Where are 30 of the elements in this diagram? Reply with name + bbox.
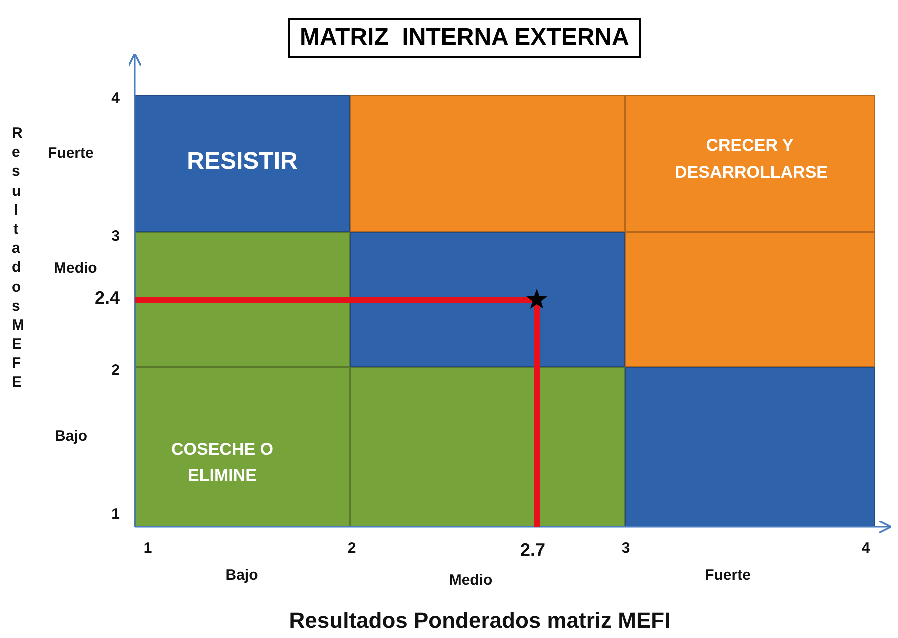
axis-label: 3 — [112, 228, 120, 245]
axis-label: Medio — [54, 260, 98, 277]
axis-label: 2 — [112, 362, 120, 379]
axis-label: 1 — [144, 540, 152, 557]
axis-label: Fuerte — [48, 145, 94, 162]
axis-label: Bajo — [226, 567, 258, 584]
matrix-cell — [350, 95, 625, 232]
axis-label: 1 — [112, 506, 120, 523]
axis-label: 4 — [112, 90, 120, 107]
strategy-cell — [625, 95, 875, 232]
matrix-cell — [135, 232, 350, 367]
axis-label: 2.7 — [520, 540, 546, 561]
axis-title: Resultados Ponderados matriz MEFI — [289, 608, 671, 634]
axis-label: Medio — [449, 572, 493, 589]
strategy-cell — [135, 367, 350, 527]
axis-label: 2.4 — [94, 288, 120, 309]
cell-label: CRECER Y DESARROLLARSE — [675, 135, 825, 184]
axis-label: 2 — [348, 540, 356, 557]
title: MATRIZ INTERNA EXTERNA — [288, 18, 642, 58]
axis-label: Fuerte — [705, 567, 751, 584]
matrix-cell — [350, 232, 625, 367]
cell-label: COSECHE O ELIMINE — [170, 438, 275, 487]
axis-label: 3 — [622, 540, 630, 557]
matrix-cell — [350, 367, 625, 527]
matrix-cell — [625, 367, 875, 527]
cell-label: RESISTIR — [187, 146, 298, 177]
matrix-cell — [625, 232, 875, 367]
axis-label: 4 — [862, 540, 870, 557]
strategy-cell — [135, 95, 350, 232]
axis-label: Bajo — [55, 428, 88, 445]
